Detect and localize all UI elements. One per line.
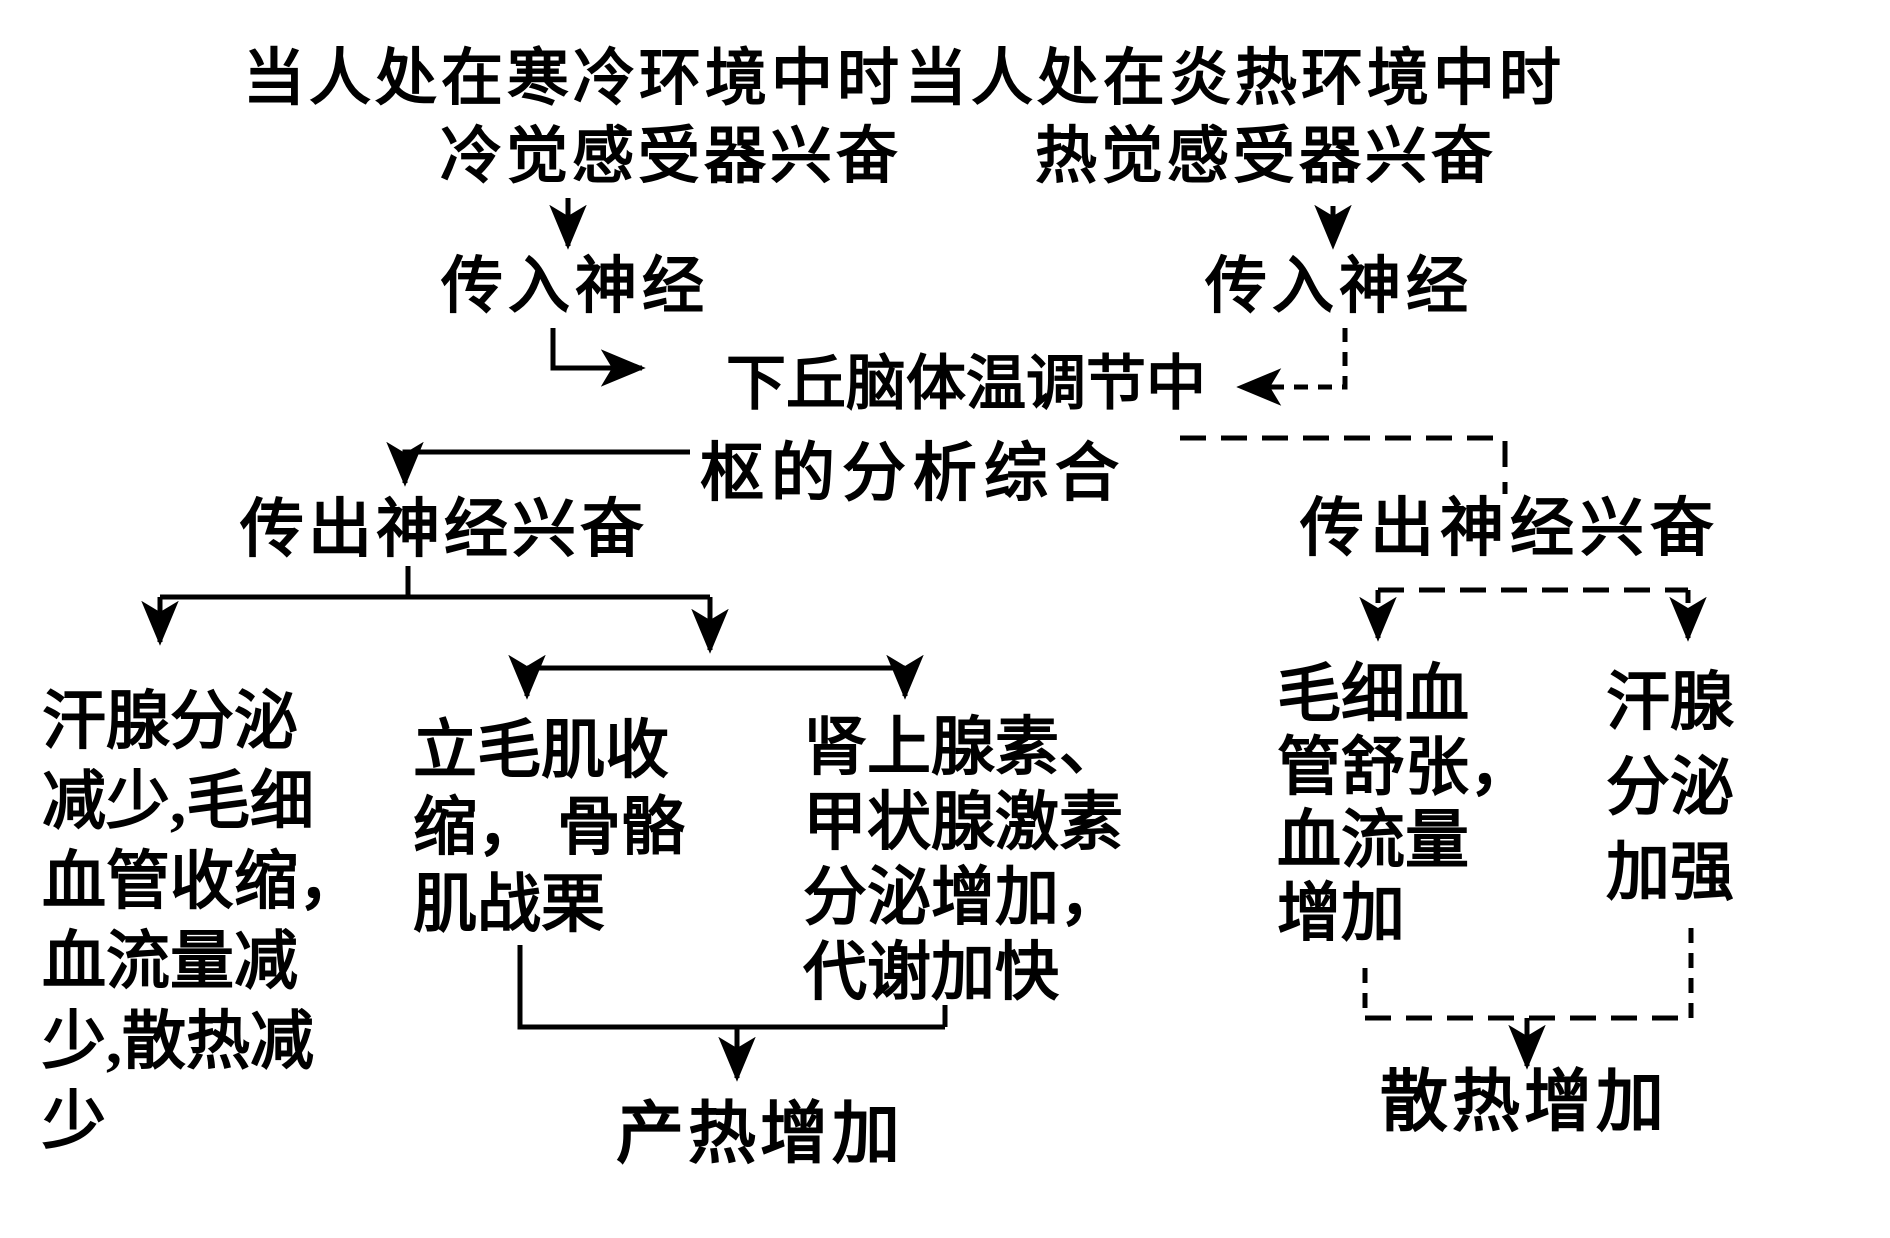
hot-effect-vessel-line: 增加 xyxy=(1277,878,1405,949)
cold-effect-hormone-line: 代谢加快 xyxy=(803,937,1059,1008)
hot-effect-sweat-line: 汗腺 xyxy=(1606,667,1734,738)
arrow-center-to-cold-efferent xyxy=(386,441,690,487)
cold-effect-muscle-line: 缩， 骨骼 xyxy=(413,792,685,863)
cold-effect-sweat-line: 少,散热减 xyxy=(42,1006,314,1077)
arrow-cold-afferent-to-center xyxy=(550,328,646,387)
hot-effect-sweat-line: 分泌 xyxy=(1606,752,1734,823)
cold-effect-hormone-line: 甲状腺激素 xyxy=(803,787,1123,858)
hot-effect-sweat-block: 汗腺 分泌 加强 xyxy=(1606,660,1734,915)
hot-effect-sweat-line: 加强 xyxy=(1606,837,1734,908)
cold-effect-sweat-line: 减少,毛细 xyxy=(42,766,314,837)
hypothalamus-center-line2: 枢的分析综合 xyxy=(700,438,1126,509)
arrow-hot-afferent-to-center xyxy=(1236,328,1348,406)
hot-efferent-nerve-label: 传出神经兴奋 xyxy=(1300,493,1720,564)
cold-effect-sweat-line: 血管收缩， xyxy=(42,846,362,917)
hot-effect-vessel-line: 毛细血 xyxy=(1277,659,1469,730)
cold-effect-sweat-block: 汗腺分泌 减少,毛细 血管收缩， 血流量减 少,散热减 少 xyxy=(42,682,362,1162)
hypothalamus-center-line1: 下丘脑体温调节中 xyxy=(726,351,1206,417)
hot-receptor-label: 热觉感受器兴奋 xyxy=(1035,123,1498,191)
cold-effect-muscle-line: 肌战栗 xyxy=(413,869,605,940)
cold-efferent-nerve-label: 传出神经兴奋 xyxy=(240,494,648,565)
cold-effect-muscle-line: 立毛肌收 xyxy=(413,715,669,786)
hot-afferent-nerve-label: 传入神经 xyxy=(1205,253,1474,321)
cold-effect-sweat-line: 血流量减 xyxy=(42,926,298,997)
cold-afferent-nerve-label: 传入神经 xyxy=(441,253,710,321)
cold-effect-sweat-line: 汗腺分泌 xyxy=(42,686,298,757)
cold-effect-hormone-line: 肾上腺素、 xyxy=(803,712,1123,783)
cold-effect-muscle-block: 立毛肌收 缩， 骨骼 肌战栗 xyxy=(413,712,685,943)
hot-effect-vessel-line: 血流量 xyxy=(1277,805,1469,876)
heat-dissipation-result: 散热增加 xyxy=(1380,1064,1669,1140)
hot-effect-vessel-block: 毛细血 管舒张， 血流量 增加 xyxy=(1277,658,1533,950)
hot-environment-title: 当人处在炎热环境中时 xyxy=(905,45,1566,113)
cold-environment-title: 当人处在寒冷环境中时 xyxy=(243,45,904,113)
hot-effect-vessel-line: 管舒张， xyxy=(1277,732,1533,803)
cold-effect-sweat-line: 少 xyxy=(42,1086,106,1157)
cold-receptor-label: 冷觉感受器兴奋 xyxy=(440,123,903,191)
cold-effect-hormone-block: 肾上腺素、 甲状腺激素 分泌增加， 代谢加快 xyxy=(803,710,1123,1010)
heat-production-result: 产热增加 xyxy=(616,1096,905,1172)
line-center-to-hot-efferent xyxy=(1180,435,1508,494)
cold-effect-hormone-line: 分泌增加， xyxy=(803,862,1123,933)
